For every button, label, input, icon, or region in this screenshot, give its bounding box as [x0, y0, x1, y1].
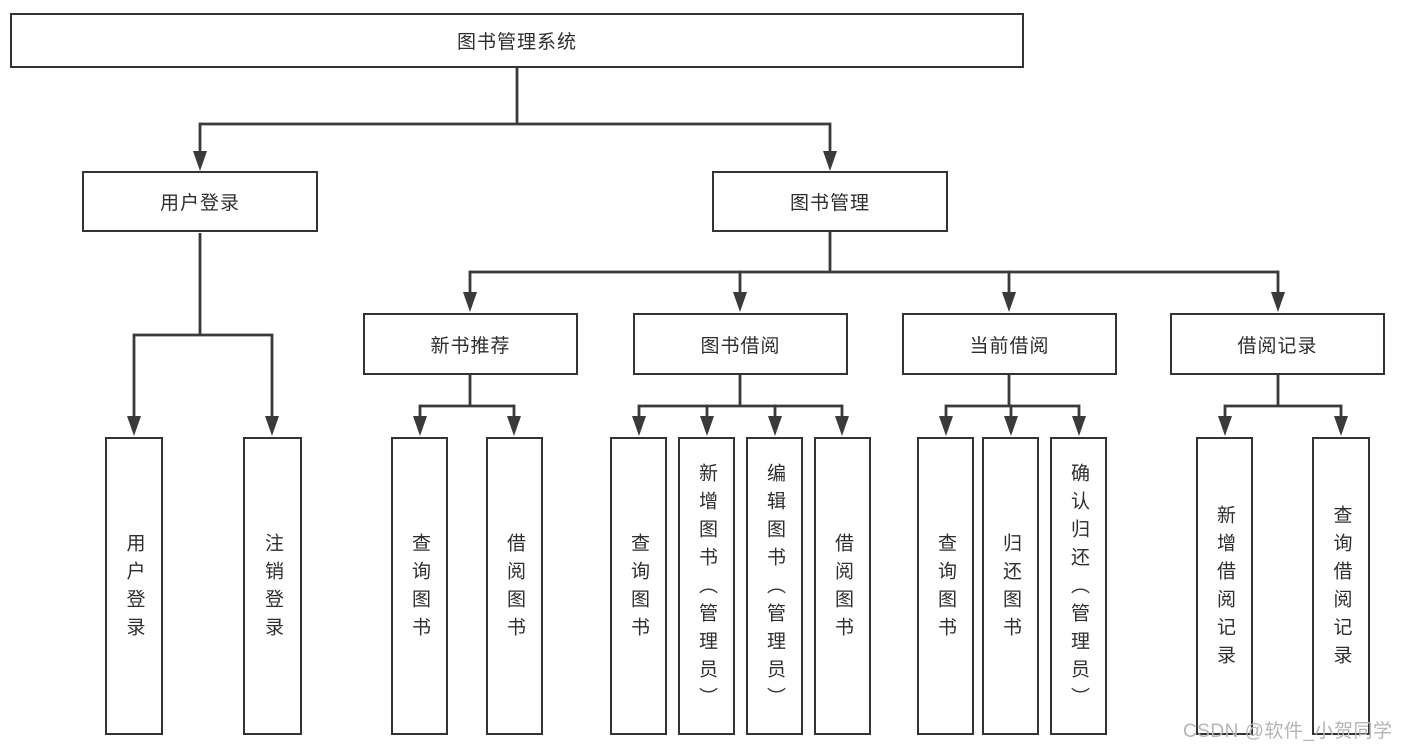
leaf-borrow-books-recommend: 借阅图书	[486, 437, 543, 735]
leaf-query-books-recommend: 查询图书	[391, 437, 448, 735]
leaf-return-books: 归还图书	[982, 437, 1039, 735]
connector-book-borrowing-to-leaves	[632, 375, 849, 436]
leaf-query-borrow-record: 查询借阅记录	[1312, 437, 1370, 735]
connector-current-borrowing-to-leaves	[939, 375, 1086, 436]
connector-user-login-to-leaves	[127, 233, 279, 436]
connector-root-to-level2	[193, 68, 837, 171]
leaf-logout: 注销登录	[243, 437, 302, 735]
node-current-borrowing: 当前借阅	[902, 313, 1117, 375]
node-root: 图书管理系统	[10, 13, 1024, 68]
connector-new-book-recommend-to-leaves	[413, 375, 521, 436]
connector-book-management-to-level3	[463, 232, 1285, 312]
leaf-user-login: 用户登录	[105, 437, 163, 735]
leaf-query-books-borrowing: 查询图书	[610, 437, 667, 735]
connector-borrowing-records-to-leaves	[1218, 375, 1348, 436]
node-book-management: 图书管理	[712, 171, 948, 232]
leaf-confirm-return-admin: 确认归还（管理员）	[1050, 437, 1107, 735]
csdn-watermark: CSDN @软件_小贺同学	[1183, 721, 1393, 742]
leaf-edit-books-admin: 编辑图书（管理员）	[746, 437, 803, 735]
node-borrowing-records: 借阅记录	[1170, 313, 1385, 375]
leaf-query-books-current: 查询图书	[917, 437, 974, 735]
node-book-borrowing: 图书借阅	[633, 313, 848, 375]
leaf-add-borrow-record: 新增借阅记录	[1196, 437, 1253, 735]
leaf-add-books-admin: 新增图书（管理员）	[678, 437, 735, 735]
node-user-login: 用户登录	[82, 171, 318, 232]
node-new-book-recommend: 新书推荐	[363, 313, 578, 375]
leaf-borrow-books: 借阅图书	[814, 437, 871, 735]
